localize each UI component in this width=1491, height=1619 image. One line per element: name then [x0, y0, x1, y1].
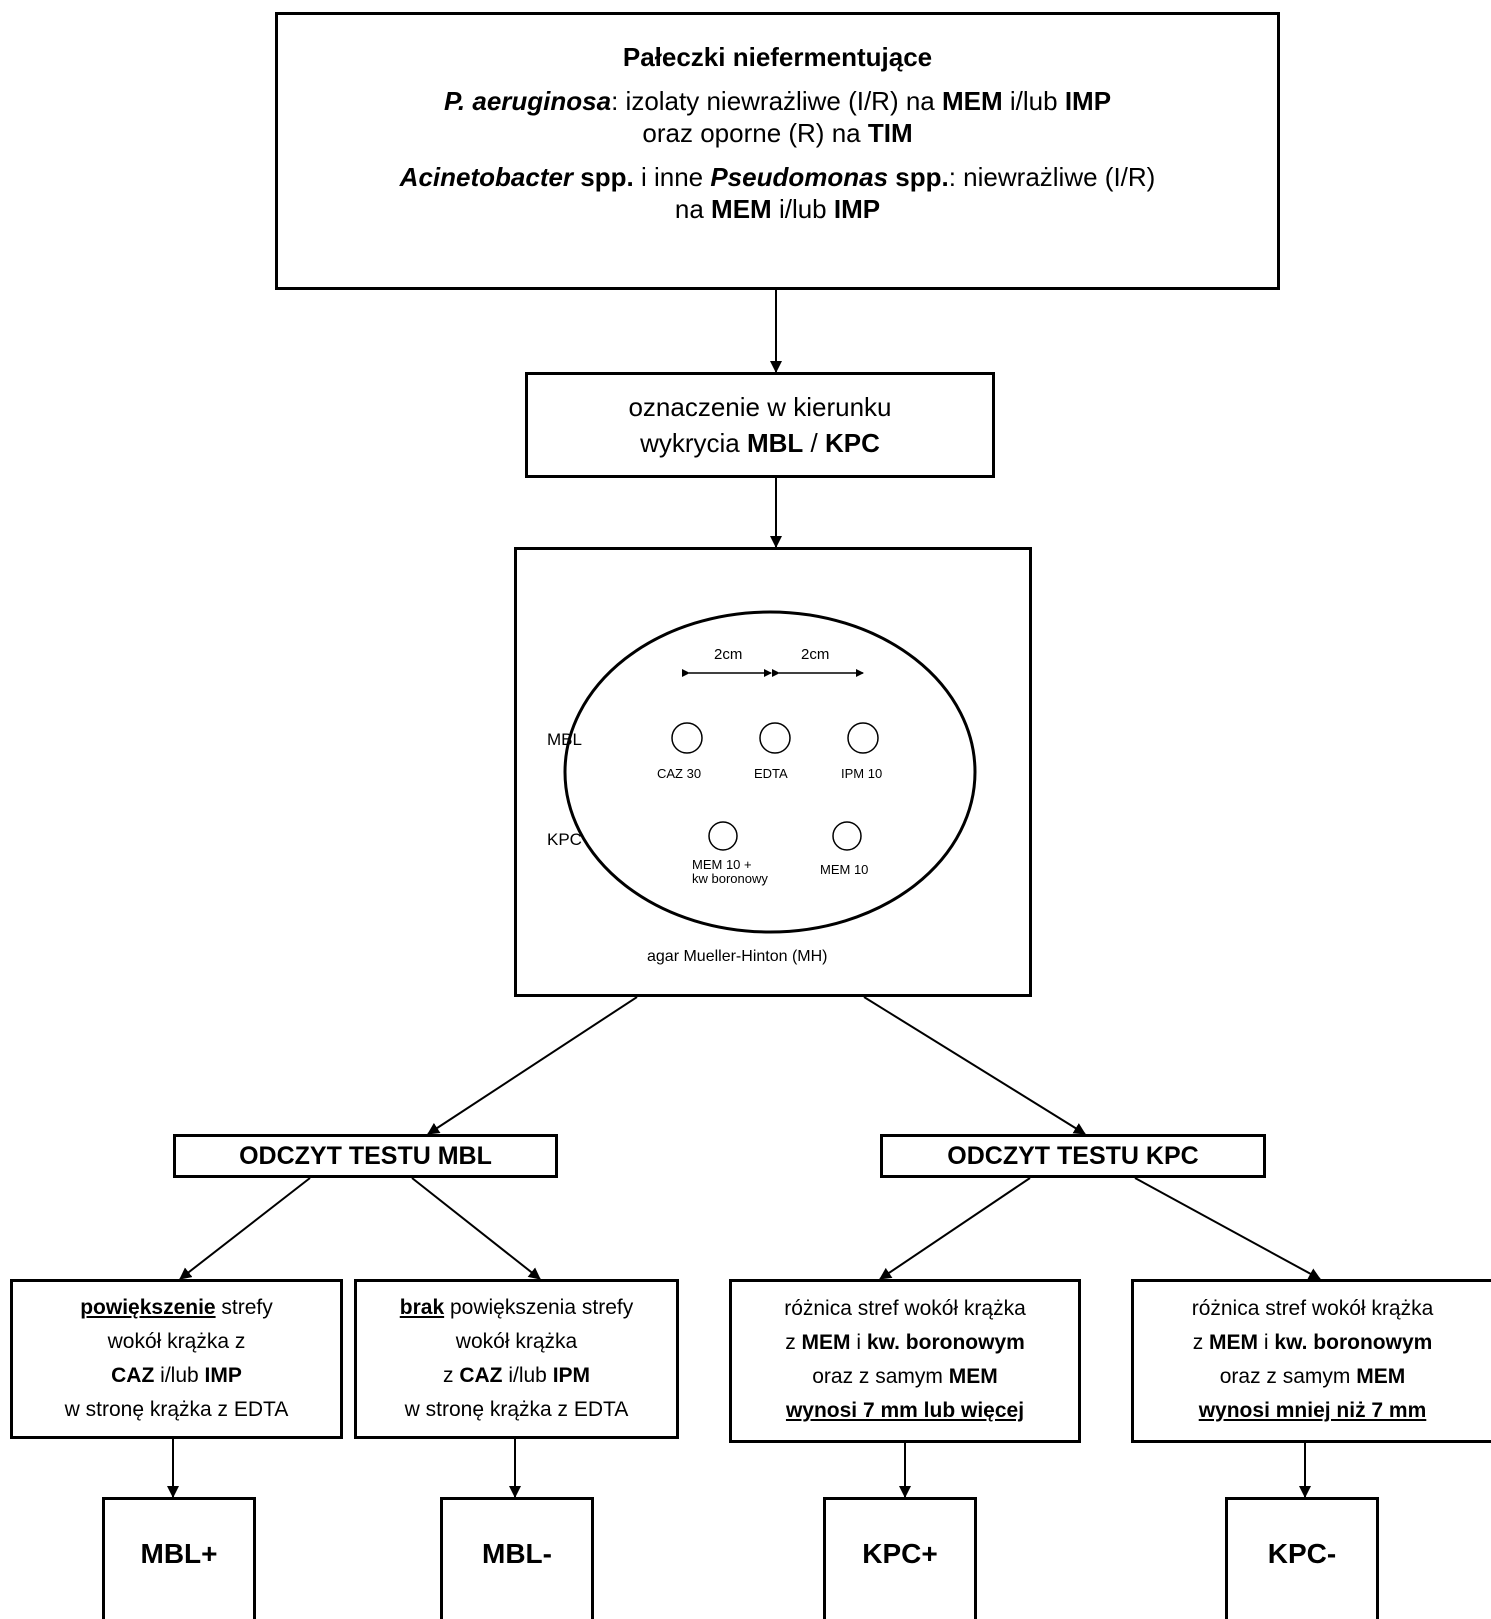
arrow-read-kpc-to-pos: [879, 1177, 1031, 1280]
top-criteria-box: Pałeczki niefermentujące P. aeruginosa: …: [275, 12, 1280, 290]
pa-criteria-line1: P. aeruginosa: izolaty niewrażliwe (I/R)…: [443, 86, 1112, 116]
disk-label-ipm: IPM 10: [841, 766, 883, 781]
acin-criteria-line2: na MEM i/lub IMP: [674, 194, 881, 224]
read-mbl-label: ODCZYT TESTU MBL: [239, 1142, 492, 1170]
acin-criteria-line1: Acinetobacter spp. i inne Pseudomonas sp…: [399, 162, 1156, 192]
disk-mem-boronic: [708, 821, 738, 851]
pa-criteria-line2: oraz oporne (R) na TIM: [642, 118, 913, 148]
result-kpc-plus-label: KPC+: [862, 1538, 938, 1569]
arrow-read-kpc-to-neg: [1134, 1177, 1321, 1280]
row-label-mbl: MBL: [547, 730, 582, 749]
arrow-plate-to-read-mbl: [427, 996, 638, 1135]
test-line2: wykrycia MBL / KPC: [640, 428, 880, 458]
disk-caz: [671, 722, 703, 754]
top-title: Pałeczki niefermentujące: [622, 42, 933, 72]
read-kpc-box: ODCZYT TESTU KPC: [880, 1134, 1266, 1178]
kpc-negative-criteria: różnica stref wokół krążka z MEM i kw. b…: [1131, 1279, 1491, 1443]
test-box: oznaczenie w kierunku wykrycia MBL / KPC: [525, 372, 995, 478]
mbl-negative-criteria: brak powiększenia strefy wokół krążka z …: [354, 1279, 679, 1439]
disk-label-edta: EDTA: [754, 766, 788, 781]
result-kpc-plus: KPC+: [823, 1497, 977, 1619]
mbl-positive-criteria: powiększenie strefy wokół krążka z CAZ i…: [10, 1279, 343, 1439]
petri-dish: [563, 610, 977, 934]
disk-ipm: [847, 722, 879, 754]
disk-label-mem-boronic-1: MEM 10 +: [692, 857, 752, 872]
disk-mem: [832, 821, 862, 851]
plate-diagram: [563, 610, 977, 934]
disk-edta: [759, 722, 791, 754]
result-mbl-plus-label: MBL+: [140, 1538, 218, 1569]
disk-label-mem-boronic-2: kw boronowy: [692, 871, 768, 886]
distance-label-1: 2cm: [714, 646, 743, 663]
row-label-kpc: KPC: [547, 830, 582, 849]
distance-label-2: 2cm: [801, 646, 830, 663]
test-line1: oznaczenie w kierunku: [628, 392, 892, 422]
result-kpc-minus: KPC-: [1225, 1497, 1379, 1619]
plate-box: 2cm 2cm MBL KPC CAZ 30 EDTA IPM 10 MEM 1…: [514, 547, 1032, 997]
disk-label-mem: MEM 10: [820, 862, 869, 877]
disk-label-caz: CAZ 30: [657, 766, 702, 781]
read-kpc-label: ODCZYT TESTU KPC: [947, 1142, 1199, 1170]
arrow-read-mbl-to-pos: [179, 1177, 311, 1280]
read-mbl-box: ODCZYT TESTU MBL: [173, 1134, 558, 1178]
result-mbl-minus-label: MBL-: [482, 1538, 552, 1569]
result-kpc-minus-label: KPC-: [1267, 1538, 1337, 1569]
result-mbl-plus: MBL+: [102, 1497, 256, 1619]
arrow-plate-to-read-kpc: [863, 996, 1086, 1135]
arrow-read-mbl-to-neg: [411, 1177, 541, 1280]
result-mbl-minus: MBL-: [440, 1497, 594, 1619]
kpc-positive-criteria: różnica stref wokół krążka z MEM i kw. b…: [729, 1279, 1081, 1443]
plate-caption: agar Mueller-Hinton (MH): [647, 948, 828, 965]
